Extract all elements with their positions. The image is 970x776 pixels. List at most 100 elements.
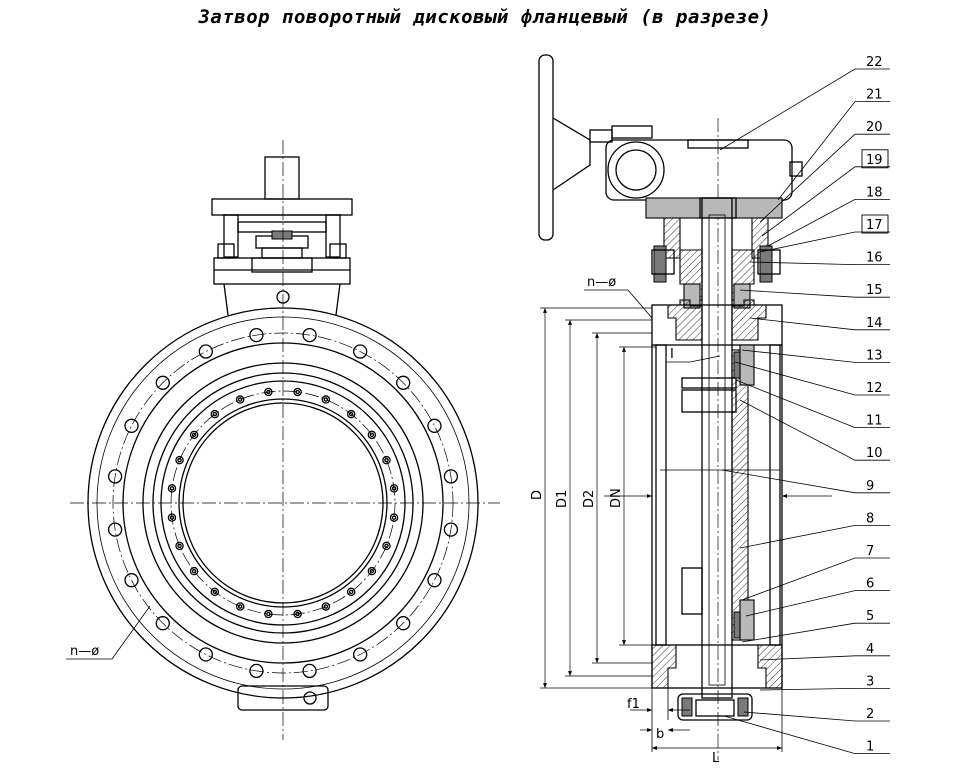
outer-bolt-hole [353,344,368,359]
inner-bolt-hole-core [212,411,218,417]
inner-bolt-hole [210,587,220,597]
label-DN: DN [609,488,624,508]
label-D2: D2 [582,490,597,508]
callout-leader [745,590,890,617]
callout-2: 2 [866,707,874,722]
callout-leader [734,361,890,396]
inner-bolt-hole-core [384,457,389,463]
callout-leader [749,261,890,266]
callout-17: 17 [866,218,883,233]
callout-22: 22 [866,55,883,70]
outer-bolt-hole [124,418,139,433]
label-L: L [712,751,720,766]
inner-bolt-hole [235,602,245,611]
drawing-title: Затвор поворотный дисковый фланцевый (в … [198,6,772,28]
outer-bolt-hole [249,663,264,679]
outer-bolt-hole [124,573,139,588]
callout-leader [749,317,890,331]
section-view: D D1 D2 DN f1 b L n—ø I 2221201918171615… [530,54,890,766]
callout-leader [735,379,890,429]
inner-bolt-hole-core [295,611,300,617]
outer-bolt-holes [107,327,459,679]
inner-bolt-hole-core [177,543,182,549]
inner-bolt-hole [346,409,356,419]
inner-bolt-hole-core [369,568,375,574]
callout-box-17 [861,214,889,234]
outer-bolt-hole [396,375,411,390]
inner-bolt-holes [167,387,399,619]
callout-4: 4 [866,642,874,657]
callout-leader [739,525,890,549]
callout-14: 14 [866,316,883,331]
callout-leader [741,622,890,643]
inner-bolt-hole-core [212,589,218,595]
inner-bolt-hole-core [348,411,354,417]
outer-bolt-hole [302,327,317,343]
inner-bolt-hole [264,609,273,619]
inner-bolt-hole-core [323,604,329,609]
inner-bolt-hole [167,513,177,522]
outer-bolt-hole [427,573,442,588]
label-b: b [656,727,664,742]
inner-bolt-hole [235,395,245,404]
callout-leader [761,166,890,237]
stem-top [264,156,300,200]
callout-leader [741,557,890,601]
inner-bolt-hole [189,566,199,576]
inner-bolt-hole [321,395,331,404]
outer-bolt-hole [155,375,170,390]
inner-bolt-hole [175,541,184,551]
stem [701,197,733,699]
callout-10: 10 [866,446,883,461]
inner-bolt-hole [189,430,199,440]
inner-bolt-hole-core [323,397,329,402]
callout-13: 13 [866,348,883,363]
outer-bolt-hole [107,522,123,537]
callout-8: 8 [866,511,874,526]
callout-21: 21 [866,88,883,103]
outer-bolt-hole [249,327,264,343]
callout-9: 9 [866,479,874,494]
front-bolt-label: n—ø [70,644,99,659]
callout-leader [739,399,890,461]
callout-3: 3 [866,674,874,689]
disc [731,349,749,641]
mounting-plate [211,198,353,216]
callout-6: 6 [866,577,874,592]
callout-leader [759,655,890,661]
inner-bolt-hole-core [191,568,197,574]
inner-bolt-hole [293,609,302,619]
inner-bolt-hole-core [348,589,354,595]
outer-bolt-hole [427,418,442,433]
inner-bolt-hole [389,513,399,522]
callout-leader [767,198,890,247]
outer-bolt-hole [198,344,213,359]
inner-bolt-hole [293,387,302,397]
outer-bolt-hole [396,616,411,631]
inner-bolt-hole-core [391,515,397,520]
label-D: D [530,490,545,500]
inner-bolt-hole-core [169,486,175,491]
inner-bolt-hole-core [266,389,271,395]
callout-12: 12 [866,381,883,396]
inner-bolt-hole-core [237,397,243,402]
inner-bolt-hole-core [295,389,300,395]
callout-5: 5 [866,609,874,624]
inner-bolt-hole [367,566,377,576]
gearbox [605,139,793,201]
callout-leader [759,231,890,253]
inner-bolt-hole [167,484,177,493]
inner-bolt-hole-core [266,611,271,617]
callout-15: 15 [866,283,883,298]
inner-bolt-hole-core [384,543,389,549]
detail-label: I [670,347,674,362]
callout-leader [759,133,890,223]
outer-bolt-hole [443,469,459,484]
outer-bolt-hole [353,647,368,662]
callout-leader [743,711,890,722]
callout-leader [721,469,890,494]
inner-bolt-hole [346,587,356,597]
outer-bolt-hole [107,469,123,484]
